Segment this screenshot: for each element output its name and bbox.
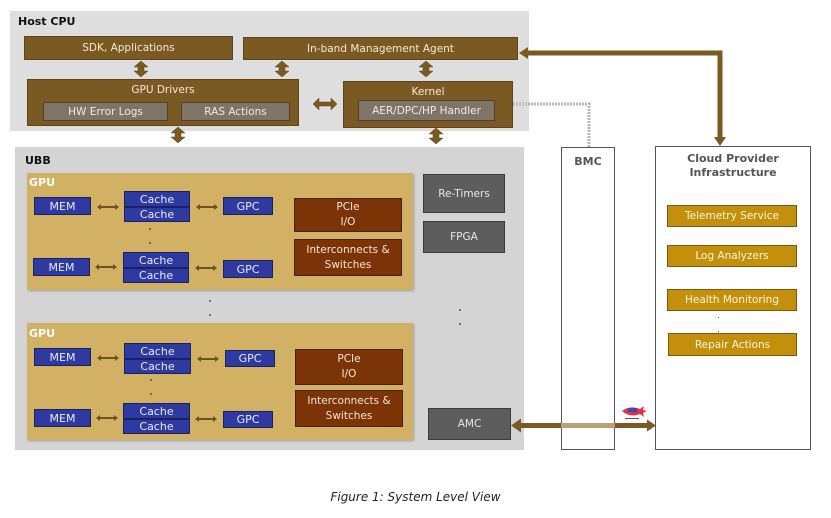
switches-label: Switches: [325, 409, 373, 422]
cache-box: Cache: [123, 419, 190, 434]
sdk-applications-box: SDK, Applications: [24, 36, 233, 60]
arrowhead-icon: [714, 137, 726, 146]
cache-box: Cache: [123, 403, 190, 419]
re-timers-box: Re-Timers: [423, 174, 505, 213]
telemetry-service-box: Telemetry Service: [667, 205, 797, 227]
figure-caption: Figure 1: System Level View: [330, 490, 501, 504]
gpu-title: GPU: [29, 327, 56, 340]
interconnects-switches-box: Interconnects & Switches: [294, 239, 402, 276]
ellipsis-dot: [718, 317, 719, 318]
io-label: I/O: [340, 216, 356, 228]
repair-actions-box: Repair Actions: [668, 333, 797, 356]
pcie-label: PCIe: [337, 353, 361, 365]
cache-box: Cache: [123, 268, 189, 283]
mem-box: MEM: [34, 197, 91, 215]
gpc-box: GPC: [225, 350, 275, 367]
mem-box: MEM: [33, 258, 90, 276]
amc-cloud-connector: [520, 423, 561, 428]
cache-box: Cache: [123, 252, 189, 268]
cloud-title-line2: Infrastructure: [689, 166, 777, 179]
fpga-box: FPGA: [423, 221, 505, 253]
gpc-box: GPC: [223, 411, 273, 428]
cache-box: Cache: [124, 191, 190, 207]
ellipsis-dot: [718, 331, 719, 332]
inband-management-agent-box: In-band Management Agent: [243, 37, 518, 60]
interconnects-label: Interconnects &: [306, 243, 390, 256]
ellipsis-dot: [459, 323, 461, 325]
interconnects-label: Interconnects &: [307, 394, 391, 407]
log-analyzers-box: Log Analyzers: [667, 245, 797, 267]
interconnects-switches-box: Interconnects & Switches: [295, 390, 403, 427]
gpc-box: GPC: [223, 197, 273, 215]
aer-dpc-hp-handler-box: AER/DPC/HP Handler: [358, 100, 495, 121]
ellipsis-dot: [209, 300, 211, 302]
inband-cloud-connector: [527, 50, 723, 139]
io-label: I/O: [341, 368, 357, 380]
ellipsis-dot: [209, 314, 211, 316]
ellipsis-dot: [149, 228, 151, 230]
host-cpu-title: Host CPU: [18, 15, 76, 28]
gpu-drivers-title: GPU Drivers: [131, 84, 195, 96]
bmc-title: BMC: [574, 155, 602, 168]
amc-box: AMC: [428, 408, 511, 440]
cache-box: Cache: [124, 343, 191, 359]
cloud-title-line1: Cloud Provider: [687, 152, 779, 165]
health-monitoring-box: Health Monitoring: [667, 289, 797, 311]
ras-actions-box: RAS Actions: [181, 102, 290, 121]
mem-box: MEM: [34, 409, 91, 427]
cache-box: Cache: [124, 207, 190, 222]
pcie-label: PCIe: [336, 201, 360, 213]
pcie-io-box: PCIe I/O: [295, 349, 403, 385]
hw-error-logs-box: HW Error Logs: [43, 102, 168, 121]
ellipsis-dot: [150, 393, 152, 395]
mem-box: MEM: [34, 348, 91, 366]
ellipsis-dot: [459, 309, 461, 311]
cloud-provider-title: Cloud Provider Infrastructure: [655, 152, 811, 180]
pcie-io-box: PCIe I/O: [294, 198, 402, 232]
kernel-title: Kernel: [411, 86, 445, 98]
bmc-box: [561, 147, 615, 450]
gpc-box: GPC: [223, 260, 273, 278]
gpu-title: GPU: [29, 176, 56, 189]
ellipsis-dot: [150, 379, 152, 381]
redfish-logo-icon: [622, 406, 647, 419]
cache-box: Cache: [124, 359, 191, 374]
ubb-title: UBB: [25, 154, 51, 167]
switches-label: Switches: [324, 258, 372, 271]
ellipsis-dot: [149, 242, 151, 244]
